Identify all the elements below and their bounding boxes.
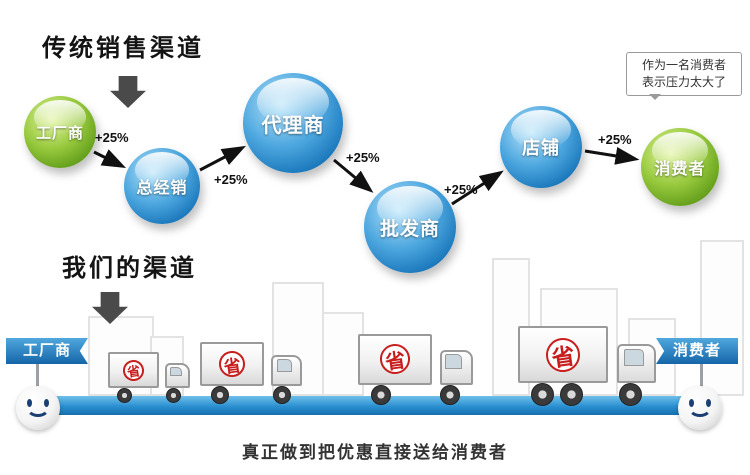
truck-window: [623, 349, 644, 366]
truck-cab: [439, 349, 473, 385]
truck-wheel: [273, 386, 291, 404]
truck-wheel: [619, 383, 642, 406]
node-label: 店铺: [522, 138, 560, 158]
smiley-mouth: [688, 397, 712, 417]
node-factory: 工厂商: [24, 96, 96, 168]
consumer-speech-bubble: 作为一名消费者 表示压力太大了: [626, 52, 742, 100]
truck-cargo-box: 省: [200, 342, 265, 387]
increase-label: +25%: [214, 172, 248, 187]
truck-window: [445, 354, 463, 369]
truck-cargo-box: 省: [358, 334, 432, 385]
node-wholesaler: 批发商: [364, 181, 456, 273]
truck-cab: [617, 344, 656, 384]
truck-wheel: [117, 388, 132, 403]
smiley-face-icon: [16, 386, 60, 430]
truck-wheel: [531, 383, 554, 406]
smiley-mouth: [26, 397, 50, 417]
ribbon-pole: [700, 364, 703, 394]
consumer-ribbon: 消费者: [656, 338, 738, 364]
increase-label: +25%: [95, 130, 129, 145]
node-consumer: 消费者: [641, 128, 719, 206]
truck-cab: [165, 362, 190, 389]
bottom-caption: 真正做到把优惠直接送给消费者: [242, 443, 508, 462]
bubble-text-line: 作为一名消费者: [641, 58, 726, 72]
truck-wheel: [166, 388, 181, 403]
delivery-truck: 省: [108, 352, 190, 403]
truck-wheel: [560, 383, 583, 406]
truck-cargo-box: 省: [108, 352, 159, 389]
bubble-text-line: 表示压力太大了: [641, 74, 726, 89]
save-stamp-badge: 省: [217, 349, 247, 379]
delivery-truck: 省: [200, 342, 302, 404]
traditional-title: 传统销售渠道: [42, 35, 204, 62]
node-label: 工厂商: [35, 124, 84, 142]
save-stamp-badge: 省: [121, 358, 146, 382]
node-shop: 店铺: [500, 106, 582, 188]
smiley-face-icon: [678, 386, 722, 430]
truck-wheel: [371, 385, 391, 405]
ribbon-label: 消费者: [672, 342, 721, 359]
truck-cargo-box: 省: [518, 326, 608, 384]
building-silhouette: [272, 282, 324, 396]
node-label: 代理商: [261, 114, 325, 137]
node-agent: 代理商: [243, 73, 343, 173]
building-silhouette: [700, 240, 744, 396]
truck-window: [276, 359, 293, 372]
node-label: 消费者: [654, 161, 706, 178]
ribbon-label: 工厂商: [22, 342, 71, 359]
save-stamp-badge: 省: [543, 335, 583, 374]
save-stamp-badge: 省: [377, 342, 412, 377]
increase-label: +25%: [598, 132, 632, 147]
truck-window: [169, 366, 182, 377]
node-label: 批发商: [379, 218, 440, 240]
factory-ribbon: 工厂商: [6, 338, 88, 364]
our-channel-title: 我们的渠道: [62, 255, 197, 282]
ribbon-pole: [36, 364, 39, 394]
down-arrow-icon: [110, 76, 146, 108]
delivery-truck: 省: [518, 326, 656, 406]
truck-wheel: [211, 386, 229, 404]
truck-cab: [271, 354, 302, 387]
increase-label: +25%: [444, 182, 478, 197]
truck-wheel: [440, 385, 460, 405]
node-label: 总经销: [136, 180, 188, 197]
node-distributor: 总经销: [124, 148, 200, 224]
increase-label: +25%: [346, 150, 380, 165]
delivery-truck: 省: [358, 334, 473, 405]
